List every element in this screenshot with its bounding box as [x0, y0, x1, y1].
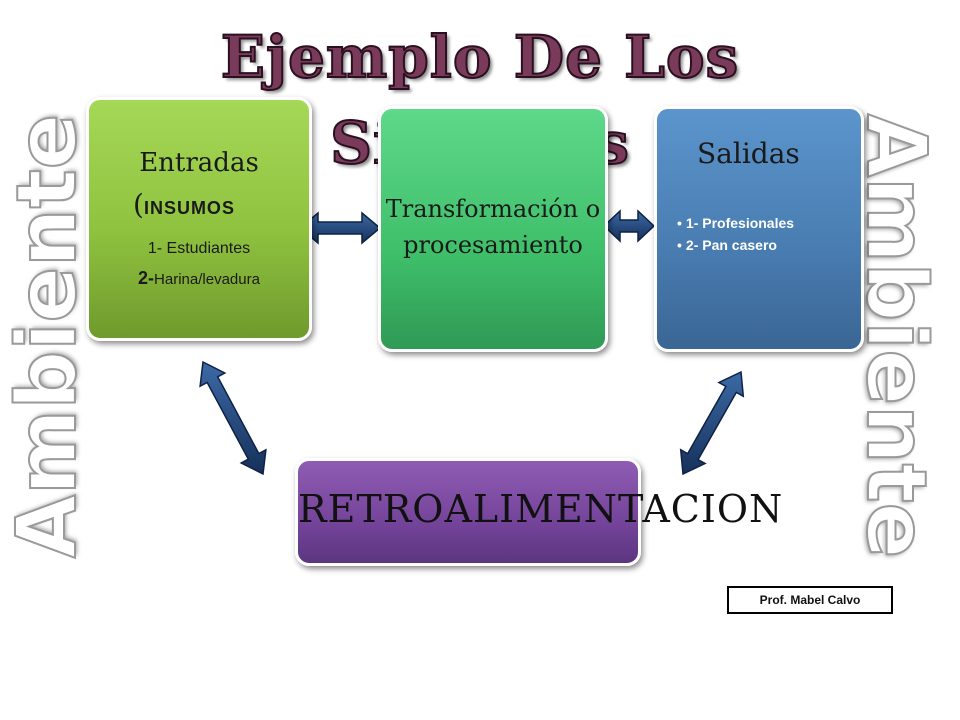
- salidas-list: 1- Profesionales 2- Pan casero: [677, 215, 794, 259]
- salidas-item-1: 1- Profesionales: [677, 215, 794, 231]
- proceso-label: Transformación o procesamiento: [385, 195, 601, 259]
- insumos-title: (INSUMOS: [133, 188, 235, 221]
- arrow-entradas-retro: [199, 360, 267, 476]
- retroalimentacion-label: RETROALIMENTACION: [298, 487, 784, 531]
- entradas-title: Entradas: [139, 148, 259, 178]
- entradas-item-1: 1- Estudiantes: [147, 240, 251, 257]
- entradas-box: Entradas (INSUMOS 1- Estudiantes 2-Harin…: [86, 97, 312, 341]
- salidas-box: Salidas 1- Profesionales 2- Pan casero: [654, 106, 864, 352]
- proceso-box: Transformación o procesamiento: [378, 106, 608, 352]
- arrow-proceso-salidas: [602, 209, 656, 243]
- author-credit: Prof. Mabel Calvo: [727, 586, 893, 614]
- arrow-salidas-retro: [679, 370, 745, 476]
- arrow-entradas-proceso: [298, 211, 382, 245]
- entradas-item-2: 2-Harina/levadura: [138, 268, 260, 288]
- salidas-item-2: 2- Pan casero: [677, 237, 794, 253]
- salidas-title: Salidas: [697, 137, 800, 170]
- retroalimentacion-box: RETROALIMENTACION: [295, 458, 784, 566]
- insumos-label: INSUMOS: [143, 198, 235, 218]
